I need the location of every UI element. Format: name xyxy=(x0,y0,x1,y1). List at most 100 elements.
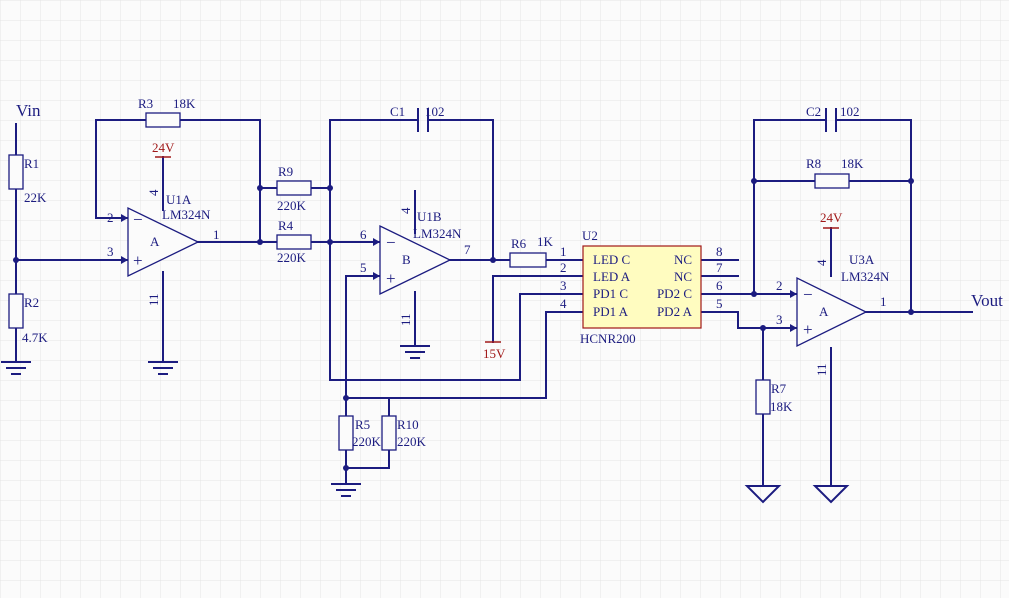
ground-symbol-r2 xyxy=(1,361,31,375)
signal-vout: Vout xyxy=(971,291,1003,310)
svg-text:4: 4 xyxy=(560,296,567,311)
svg-text:18K: 18K xyxy=(770,399,793,414)
capacitor-c2: C2 102 xyxy=(806,104,860,132)
svg-text:C2: C2 xyxy=(806,104,821,119)
svg-text:−: − xyxy=(386,233,396,252)
svg-text:NC: NC xyxy=(674,269,692,284)
svg-text:R1: R1 xyxy=(24,156,39,171)
svg-text:HCNR200: HCNR200 xyxy=(580,331,636,346)
signal-vin: Vin xyxy=(16,101,41,120)
svg-text:18K: 18K xyxy=(841,156,864,171)
svg-text:102: 102 xyxy=(425,104,445,119)
svg-text:1K: 1K xyxy=(537,234,554,249)
power-24v-u1a: 24V xyxy=(152,140,175,158)
svg-text:+: + xyxy=(386,269,396,288)
opamp-u3a: A − + 2 3 1 4 11 U3A LM324N xyxy=(776,252,890,376)
svg-text:2: 2 xyxy=(560,260,567,275)
svg-text:R7: R7 xyxy=(771,381,787,396)
resistor-r7: R7 18K xyxy=(755,379,793,415)
ground-symbol-u1b xyxy=(400,345,430,359)
svg-text:220K: 220K xyxy=(352,434,382,449)
svg-text:U2: U2 xyxy=(582,228,598,243)
svg-text:6: 6 xyxy=(716,278,723,293)
svg-text:8: 8 xyxy=(716,244,723,259)
resistor-r10: R10 220K xyxy=(381,415,427,451)
svg-text:3: 3 xyxy=(776,312,783,327)
svg-text:R3: R3 xyxy=(138,96,153,111)
svg-text:11: 11 xyxy=(146,293,161,306)
svg-text:5: 5 xyxy=(716,296,723,311)
svg-text:18K: 18K xyxy=(173,96,196,111)
capacitor-c1: C1 102 xyxy=(390,104,445,132)
svg-text:R10: R10 xyxy=(397,417,419,432)
power-24v-u3a: 24V xyxy=(820,210,843,229)
svg-text:7: 7 xyxy=(716,260,723,275)
resistor-r4: R4 220K xyxy=(276,218,312,265)
svg-text:LM324N: LM324N xyxy=(841,269,890,284)
svg-text:7: 7 xyxy=(464,242,471,257)
svg-text:B: B xyxy=(402,252,411,267)
svg-text:11: 11 xyxy=(398,313,413,326)
resistor-r1: R1 22K xyxy=(8,154,47,205)
svg-text:NC: NC xyxy=(674,252,692,267)
ground-symbol-u3a xyxy=(812,485,850,504)
svg-text:PD1 C: PD1 C xyxy=(593,286,628,301)
svg-text:LM324N: LM324N xyxy=(162,207,211,222)
svg-text:−: − xyxy=(133,210,143,229)
svg-text:C1: C1 xyxy=(390,104,405,119)
svg-text:PD2 C: PD2 C xyxy=(657,286,692,301)
ground-symbol-r7 xyxy=(744,485,782,504)
svg-text:Vout: Vout xyxy=(971,291,1003,310)
svg-text:U1B: U1B xyxy=(417,209,442,224)
svg-text:220K: 220K xyxy=(277,250,307,265)
svg-text:4.7K: 4.7K xyxy=(22,330,48,345)
svg-text:R2: R2 xyxy=(24,295,39,310)
svg-text:220K: 220K xyxy=(277,198,307,213)
svg-text:4: 4 xyxy=(814,259,829,266)
svg-text:1: 1 xyxy=(880,294,887,309)
svg-text:2: 2 xyxy=(107,210,114,225)
svg-text:6: 6 xyxy=(360,227,367,242)
opamp-u1a: A − + 2 3 1 4 11 U1A LM324N xyxy=(107,189,220,306)
resistor-r2: R2 4.7K xyxy=(8,293,48,345)
resistor-r9: R9 220K xyxy=(276,164,312,213)
svg-text:LM324N: LM324N xyxy=(413,226,462,241)
svg-text:R8: R8 xyxy=(806,156,821,171)
resistor-r5: R5 220K xyxy=(338,415,382,451)
svg-text:R6: R6 xyxy=(511,236,527,251)
svg-text:1: 1 xyxy=(213,227,220,242)
svg-text:R5: R5 xyxy=(355,417,370,432)
opamp-u1b: B − + 6 5 7 4 11 U1B LM324N xyxy=(360,207,471,326)
svg-text:22K: 22K xyxy=(24,190,47,205)
svg-text:A: A xyxy=(150,234,160,249)
svg-text:4: 4 xyxy=(398,207,413,214)
junctions xyxy=(13,178,914,471)
svg-text:U1A: U1A xyxy=(166,192,192,207)
svg-text:A: A xyxy=(819,304,829,319)
svg-text:1: 1 xyxy=(560,244,567,259)
svg-text:Vin: Vin xyxy=(16,101,41,120)
optocoupler-u2: U2 HCNR200 LED C LED A PD1 C PD1 A NC NC… xyxy=(560,228,723,346)
svg-text:R4: R4 xyxy=(278,218,294,233)
svg-text:24V: 24V xyxy=(152,140,175,155)
wires xyxy=(15,119,973,485)
svg-text:2: 2 xyxy=(776,278,783,293)
svg-text:3: 3 xyxy=(560,278,567,293)
svg-text:U3A: U3A xyxy=(849,252,875,267)
resistor-r6: R6 1K xyxy=(509,234,554,268)
svg-text:PD2 A: PD2 A xyxy=(657,304,693,319)
svg-text:+: + xyxy=(133,251,143,270)
svg-text:+: + xyxy=(803,320,813,339)
svg-text:5: 5 xyxy=(360,260,367,275)
ground-symbol-r5-r10 xyxy=(331,483,361,497)
ground-symbol-u1a xyxy=(148,361,178,375)
svg-text:4: 4 xyxy=(146,189,161,196)
svg-text:LED A: LED A xyxy=(593,269,631,284)
svg-text:220K: 220K xyxy=(397,434,427,449)
svg-text:11: 11 xyxy=(814,363,829,376)
svg-text:LED C: LED C xyxy=(593,252,630,267)
svg-text:15V: 15V xyxy=(483,346,506,361)
svg-text:24V: 24V xyxy=(820,210,843,225)
svg-text:R9: R9 xyxy=(278,164,293,179)
